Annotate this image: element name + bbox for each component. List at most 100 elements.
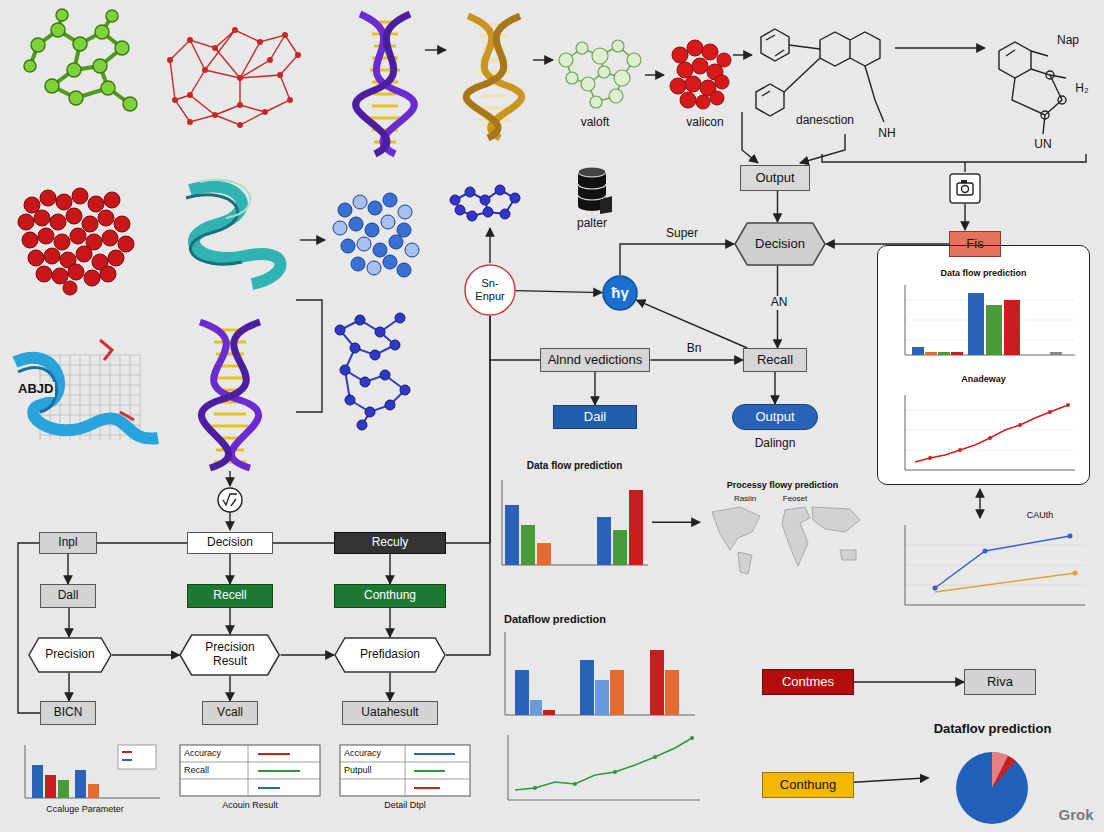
table-caption: Acouin Result [222,800,278,810]
decision-hexagon: Precision Result [179,634,280,676]
process-box: Contmes [762,669,854,695]
connector [97,542,187,543]
dna-helix [356,14,415,154]
node-text: Dail [584,410,606,425]
node-text: BICN [54,706,83,720]
bar-chart [505,632,695,715]
connector [854,681,964,682]
hexagon-shape [29,638,111,672]
node-text: Reculy [372,536,409,550]
connector [68,673,69,701]
process-box: Fis [949,231,1001,257]
node-text: Precision Result [198,641,262,669]
block-heading: Data flow prediction [527,460,623,472]
node-text: Decision [755,237,805,252]
bar-chart [25,745,160,798]
database-icon [578,167,612,214]
node-text: Sn- Enpur [471,277,509,302]
node-text: Precision [45,648,94,662]
node-text: Inpl [58,536,77,550]
node-text: Output [755,410,794,425]
chart-label: CAUth [1027,510,1054,520]
connector [620,244,734,275]
process-box: Dail [553,405,637,429]
illustration-label: valoft [581,116,610,130]
decision-hexagon: Prefidasion [334,637,446,673]
block-heading: Anadeway [961,374,1006,384]
decision-hexagon: Precision [28,637,112,673]
process-box: Output [740,165,810,191]
connector [389,554,390,584]
connector [774,372,775,404]
blue-molecule [450,185,520,221]
decision-hexagon: Decision [734,222,826,266]
pie-chart [956,752,1028,824]
wire [18,543,40,713]
connector [594,372,595,405]
atom-label: Nap [1057,34,1079,48]
node-text: Output [755,171,794,186]
connector [281,654,334,655]
data-table [340,745,470,796]
symbol-circle [218,488,242,512]
process-box: Recall [743,348,807,372]
table-cell: Recall [184,765,209,775]
process-box: Alnnd vedictions [540,348,651,372]
bar-chart-block: Data flow prediction [497,458,652,580]
terminal-pill: Output [732,404,818,430]
node-text: Uatahesult [361,706,418,720]
process-box: Decision [187,532,273,554]
red-wireframe-molecule [167,27,301,128]
blue-molecule [335,313,410,430]
node-text: Conthung [364,589,416,603]
process-box: Vcall [202,701,258,725]
node-text: Riva [987,675,1013,690]
connector [67,554,68,584]
chart-title: Dataflow prediction [504,613,606,626]
circle-shape [465,265,515,315]
icon-label: palter [577,217,607,231]
connector [854,778,929,782]
table-cell: Accuracy [184,748,221,758]
note-label: Dalingn [755,437,796,451]
connector [112,654,179,655]
green-molecule [24,9,137,111]
camera-icon [950,174,980,203]
illustration-label: danesction [796,114,854,128]
bar-chart [502,480,648,565]
chart-panel: Data flow predictionAnadeway [877,245,1090,485]
block-heading: Processy flowy prediction [727,480,839,490]
connector [777,191,778,222]
dna-helix [200,322,260,468]
protein-ribbon [186,180,280,284]
connector [637,300,748,348]
red-molecule [670,40,731,109]
connector [273,542,334,543]
process-box: Conthung [334,584,446,608]
node-text: Vcall [217,706,243,720]
node-text: Fis [966,237,983,252]
hexagon-shape [735,223,825,265]
connector [446,316,490,543]
node-text: Conthung [780,778,836,793]
data-table [180,745,320,796]
hexagon-shape [180,635,279,675]
process-box: Uatahesult [342,701,438,725]
connector [229,554,230,584]
circle-shape [603,276,637,310]
line-chart [905,489,1085,605]
block-heading: Data flow prediction [940,268,1026,278]
wire [490,359,540,360]
connector [389,673,390,701]
connector [229,676,230,701]
flow-arrow [230,48,985,530]
atom-label: NH [878,127,895,141]
block-heading: Dataflov prediction [934,722,1052,737]
chart-caption: Ccaluge Parameter [46,804,124,814]
node-text: Recall [757,353,793,368]
connector [652,522,700,523]
process-box: Dall [40,584,96,608]
process-circle: Sn- Enpur [464,264,516,316]
